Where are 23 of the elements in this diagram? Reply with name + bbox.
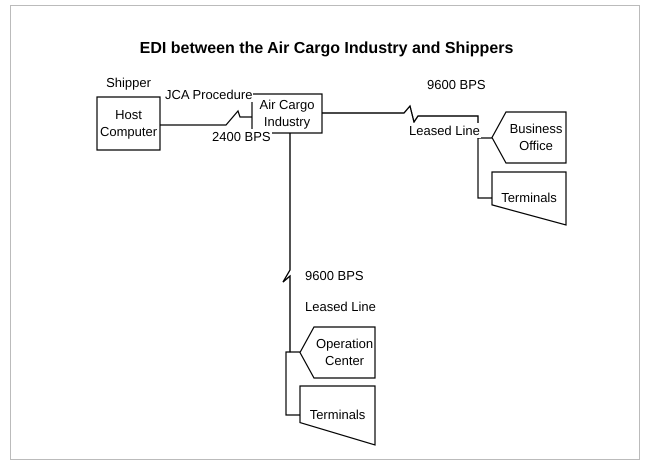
node-label: Terminals bbox=[501, 190, 557, 207]
node-label: Host Computer bbox=[98, 106, 158, 140]
line-speed-label: 2400 BPS bbox=[211, 129, 272, 144]
connector-line bbox=[322, 104, 492, 199]
line-speed-label: Leased Line bbox=[408, 123, 481, 138]
computer-box bbox=[97, 75, 160, 150]
node-label: Air Cargo Industry bbox=[258, 96, 316, 130]
terminal-shape bbox=[492, 172, 566, 225]
office-pentagon bbox=[492, 112, 566, 163]
edge-label: JCA Procedure bbox=[164, 87, 254, 102]
terminal-shape bbox=[300, 386, 375, 445]
line-speed-label: 9600 BPS bbox=[426, 77, 487, 92]
connector-line bbox=[282, 133, 300, 416]
node-label: Business Office bbox=[508, 120, 564, 154]
connector-line bbox=[160, 110, 252, 126]
process-box bbox=[252, 94, 322, 133]
line-speed-label: Leased Line bbox=[304, 299, 377, 314]
node-heading: Shipper bbox=[105, 75, 152, 90]
node-label: Terminals bbox=[310, 407, 366, 424]
node-label: Operation Center bbox=[314, 336, 374, 370]
line-speed-label: 9600 BPS bbox=[304, 268, 365, 283]
center-pentagon bbox=[300, 327, 375, 378]
diagram-title: EDI between the Air Cargo Industry and Shippers bbox=[138, 40, 514, 58]
